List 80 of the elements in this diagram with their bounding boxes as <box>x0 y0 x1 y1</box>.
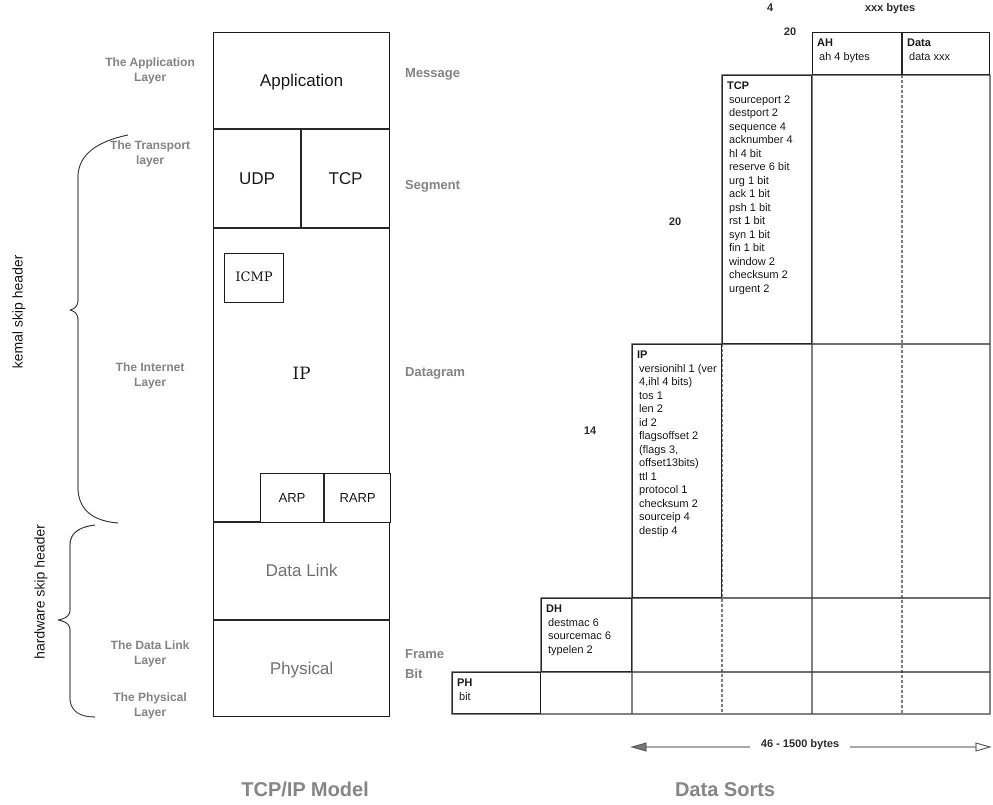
field-entry: versionihl 1 (ver 4,ihl 4 bits) <box>638 362 717 390</box>
field-entry: urg 1 bit <box>728 174 770 188</box>
protocol-box <box>324 473 391 523</box>
protocol-name: Data Link <box>266 560 338 582</box>
field-entry: destip 4 <box>638 524 679 538</box>
layer-name: The Transport layer <box>108 138 191 168</box>
protocol-name: ICMP <box>235 269 273 288</box>
layer-name: The Internet Layer <box>114 360 186 390</box>
protocol-name: Application <box>260 70 344 92</box>
field-entry: syn 1 bit <box>728 228 771 242</box>
field-entry: hl 4 bit <box>728 148 762 161</box>
field-entry: flagsoffset 2 (flags 3, offset13bits) <box>638 430 700 470</box>
field-entry: destmac 6 <box>547 616 600 630</box>
field-entry: sourcemac 6 <box>547 630 612 644</box>
field-entry: id 2 <box>638 416 658 430</box>
section-title: Data Sorts <box>674 778 776 803</box>
field-entry: sourceport 2 <box>728 94 792 107</box>
field-entry: checksum 2 <box>728 269 789 282</box>
header-name: Data <box>907 37 932 50</box>
header-name: AH <box>817 37 834 50</box>
bracket-label: kemal skip header <box>8 254 26 370</box>
bracket-label: hardware skip header <box>30 523 48 661</box>
field-entry: ttl 1 <box>638 470 658 484</box>
size-label: 20 <box>782 25 798 40</box>
header-field-box <box>722 75 812 344</box>
protocol-name: TCP <box>328 168 362 190</box>
field-entry: len 2 <box>638 403 664 416</box>
protocol-box <box>260 473 324 523</box>
size-label: 4 <box>766 1 774 16</box>
field-entry: protocol 1 <box>638 484 688 498</box>
field-entry: typelen 2 <box>547 644 594 657</box>
layer-name: The Application Layer <box>104 55 196 85</box>
field-entry: checksum 2 <box>638 498 699 511</box>
layer-box <box>213 228 390 522</box>
layer-name: The Physical Layer <box>112 690 188 720</box>
field-entry: bit <box>458 690 472 704</box>
layer-box <box>213 129 301 228</box>
protocol-name: RARP <box>339 489 376 508</box>
data-unit-label: Frame <box>405 645 446 663</box>
field-entry: fin 1 bit <box>728 242 766 256</box>
size-label: xxx bytes <box>864 1 916 16</box>
field-entry: data xxx <box>908 50 951 64</box>
header-field-box <box>812 32 902 75</box>
field-entry: rst 1 bit <box>728 215 766 228</box>
header-field-box <box>902 32 990 75</box>
field-entry: sourceip 4 <box>638 511 691 524</box>
header-name: PH <box>457 677 474 690</box>
field-entry: tos 1 <box>638 390 664 403</box>
field-entry: acknumber 4 <box>728 134 794 148</box>
field-entry: ack 1 bit <box>728 188 771 202</box>
layer-box <box>301 129 390 228</box>
protocol-name: ARP <box>278 489 306 508</box>
data-unit-label: Message <box>405 64 461 82</box>
protocol-box <box>224 253 284 303</box>
field-entry: destport 2 <box>728 107 779 120</box>
header-field-box <box>632 344 722 598</box>
protocol-name: UDP <box>239 168 275 190</box>
section-title: TCP/IP Model <box>240 778 370 803</box>
data-unit-label: Datagram <box>405 363 466 381</box>
field-entry: urgent 2 <box>728 282 770 296</box>
size-label: 20 <box>668 215 682 230</box>
size-label: 14 <box>582 424 598 439</box>
field-entry: ah 4 bytes <box>818 50 871 64</box>
data-unit-label: Segment <box>405 176 461 194</box>
field-entry: reserve 6 bit <box>728 161 791 174</box>
protocol-name: IP <box>292 363 311 386</box>
layer-box <box>213 32 390 129</box>
header-field-box <box>452 672 541 714</box>
layer-box <box>213 620 390 717</box>
field-entry: window 2 <box>728 256 776 269</box>
header-field-box <box>541 598 632 672</box>
protocol-name: Physical <box>270 658 334 680</box>
header-name: TCP <box>727 80 750 94</box>
field-entry: sequence 4 <box>728 120 787 134</box>
field-entry: psh 1 bit <box>728 202 772 215</box>
header-name: DH <box>546 603 563 616</box>
layer-box <box>213 522 390 620</box>
layer-name: The Data Link Layer <box>110 638 190 668</box>
dimension-label: 46 - 1500 bytes <box>760 736 840 752</box>
header-name: IP <box>637 349 648 362</box>
